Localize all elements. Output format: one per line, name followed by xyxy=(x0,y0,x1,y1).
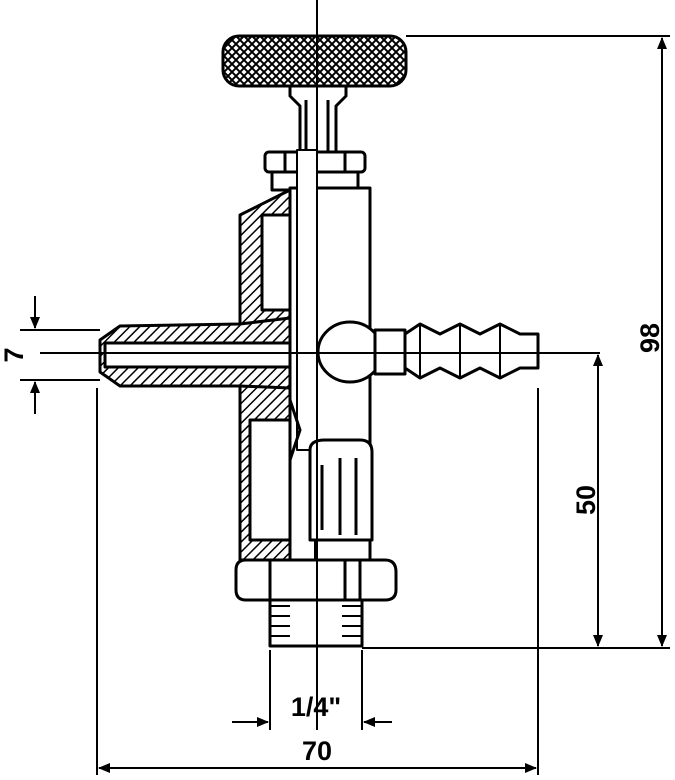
dim-label-total-height: 98 xyxy=(635,323,665,353)
dimension-lines xyxy=(30,37,667,773)
right-hose-barb xyxy=(403,322,540,380)
extension-lines xyxy=(20,35,670,775)
dim-label-outlet-height: 50 xyxy=(571,485,601,515)
valve-drawing xyxy=(98,34,540,648)
dim-label-total-width: 70 xyxy=(302,736,332,766)
left-hose-barb xyxy=(98,316,292,390)
dim-label-thread-size: 1/4" xyxy=(291,692,341,722)
dim-label-hose-diameter: 7 xyxy=(0,347,29,362)
knurled-handwheel xyxy=(221,34,408,88)
center-lines xyxy=(40,0,600,730)
float-chamber xyxy=(308,438,374,542)
